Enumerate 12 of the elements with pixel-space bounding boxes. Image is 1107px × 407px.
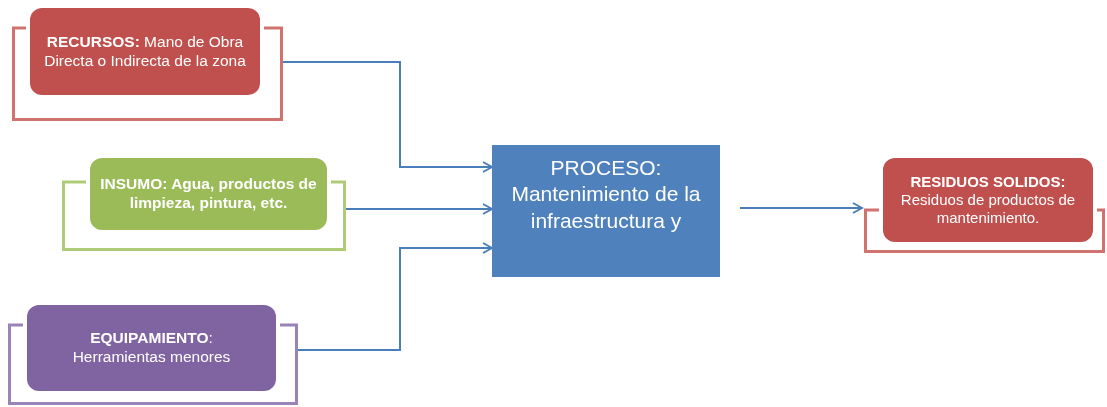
node-text: PROCESO: Mantenimiento de la infraestructura y: [510, 155, 702, 234]
node-text: Residuos de productos de mantenimiento.: [899, 191, 1077, 227]
node-text: INSUMO: Agua, productos de limpieza, pintura, etc.: [99, 175, 318, 213]
arrow: [297, 242, 493, 351]
process-box: [492, 145, 720, 277]
arrow: [739, 202, 863, 214]
node-text: RECURSOS: Mano de Obra Directa o Indirecta de la zona: [43, 32, 247, 71]
arrow: [282, 61, 493, 173]
node-text: RESIDUOS SOLIDOS:: [910, 173, 1066, 191]
node-text: Herramientas menores: [72, 348, 231, 367]
node-text: EQUIPAMIENTO:: [90, 329, 213, 348]
arrow: [345, 203, 493, 215]
